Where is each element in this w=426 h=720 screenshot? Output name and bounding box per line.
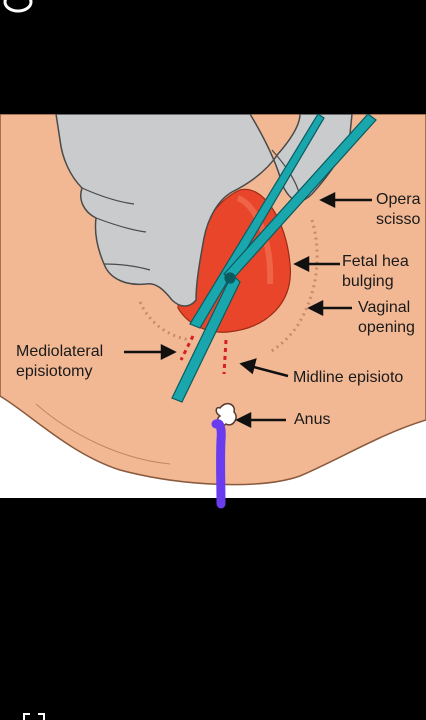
vaginal-opening-outline (138, 301, 191, 342)
operating-scissors-label: Opera scisso (376, 191, 421, 228)
scissors (171, 114, 377, 403)
mediolateral-episiotomy-label: Mediolateral episiotomy (16, 343, 104, 380)
vaginal-opening-label: Vaginal opening (358, 299, 415, 336)
gloved-hand (55, 114, 353, 307)
episiotomy-illustration: Opera scisso Fetal hea bulging Vaginal o… (0, 114, 426, 498)
anus-label: Anus (294, 411, 331, 428)
midline-incision (222, 339, 228, 375)
label-arrows (124, 191, 372, 429)
midline-episiotomy-label: Midline episioto (293, 369, 404, 386)
anus-shape (215, 402, 237, 427)
bottom-left-overlay-icon[interactable] (20, 708, 48, 720)
pen-annotation-stroke (211, 419, 226, 509)
top-left-overlay-icon[interactable] (0, 0, 36, 16)
fetal-head-bulging-label: Fetal hea bulging (342, 253, 409, 290)
